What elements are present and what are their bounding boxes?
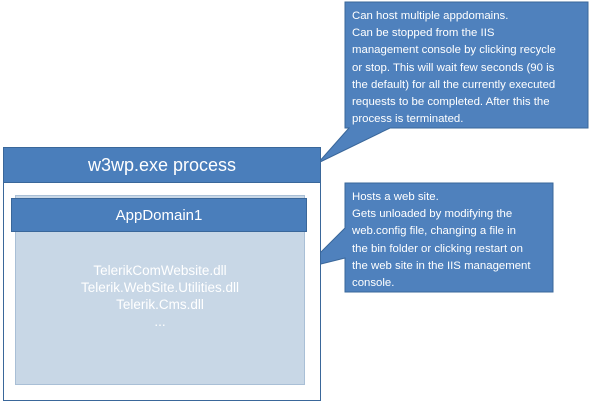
process-note-line: or stop. This will wait few seconds (90 … <box>352 61 555 74</box>
assembly-item: Telerik.Cms.dll <box>116 297 204 312</box>
assembly-item: TelerikComWebsite.dll <box>93 263 227 278</box>
appdomain-note-line: Gets unloaded by modifying the <box>352 208 513 221</box>
assembly-item: Telerik.WebSite.Utilities.dll <box>80 280 240 295</box>
appdomain-callout-text: Hosts a web site. Gets unloaded by modif… <box>352 189 552 292</box>
process-note-line: the default) for all the currently execu… <box>352 78 556 91</box>
appdomain-title: AppDomain1 <box>11 198 307 232</box>
appdomain-note-line: the web site in the IIS management <box>352 259 531 272</box>
process-note-line: requests to be completed. After this the <box>352 96 550 109</box>
appdomain-note-line: web.config file, changing a file in <box>352 225 517 238</box>
appdomain-callout-shape <box>303 182 554 293</box>
process-title: w3wp.exe process <box>3 147 321 183</box>
process-callout-text: Can host multiple appdomains. Can be sto… <box>352 8 584 128</box>
process-note-line: process is terminated. <box>352 113 464 126</box>
process-callout-shape <box>317 1 589 164</box>
process-note-line: Can host multiple appdomains. <box>352 10 509 22</box>
process-note-line: management console by clicking recycle <box>352 44 556 57</box>
appdomain-note-line: Hosts a web site. <box>352 191 439 203</box>
appdomain-note-line: the bin folder or clicking restart on <box>352 242 523 255</box>
assembly-item: ... <box>154 314 166 329</box>
process-note-line: Can be stopped from the IIS <box>352 27 495 40</box>
appdomain-note-line: console. <box>352 277 395 290</box>
assembly-list: TelerikComWebsite.dll Telerik.WebSite.Ut… <box>15 262 305 330</box>
